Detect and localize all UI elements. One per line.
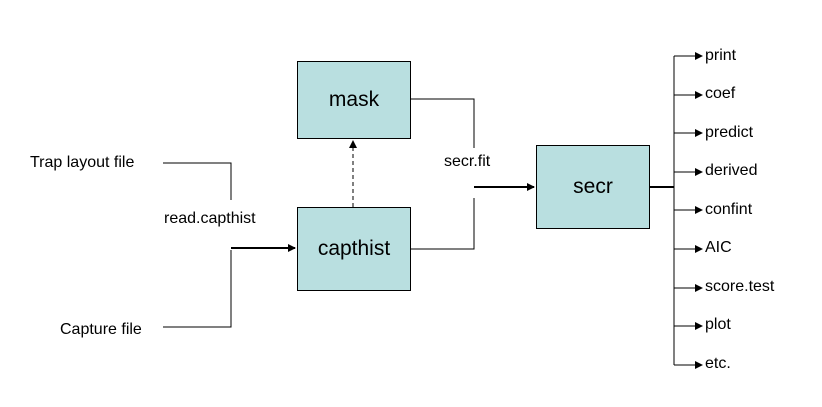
read-capthist-label: read.capthist (164, 210, 256, 227)
method-label-plot: plot (705, 316, 731, 333)
method-label-coef: coef (705, 85, 736, 102)
method-label-print: print (705, 47, 737, 64)
trap-layout-file-label: Trap layout file (30, 154, 135, 171)
secr-box-label: secr (573, 175, 613, 198)
mask-box: mask (297, 61, 411, 139)
capture-file-connector (163, 250, 232, 328)
method-label-score-test: score.test (705, 278, 775, 295)
method-label-predict: predict (705, 124, 754, 141)
secr-box: secr (536, 145, 650, 229)
capthist-box-label: capthist (317, 237, 391, 260)
method-label-derived: derived (705, 162, 758, 179)
trap-layout-connector (163, 162, 232, 200)
method-label-etc: etc. (705, 355, 731, 372)
method-label-aic: AIC (705, 239, 732, 256)
capture-file-label: Capture file (60, 321, 142, 338)
mask-to-fit-connector (410, 98, 475, 148)
secr-fit-label: secr.fit (444, 153, 491, 170)
method-arrows (674, 52, 703, 369)
capthist-box: capthist (297, 207, 411, 291)
method-label-confint: confint (705, 201, 753, 218)
mask-box-label: mask (328, 88, 380, 111)
capthist-to-fit-connector (410, 198, 475, 250)
